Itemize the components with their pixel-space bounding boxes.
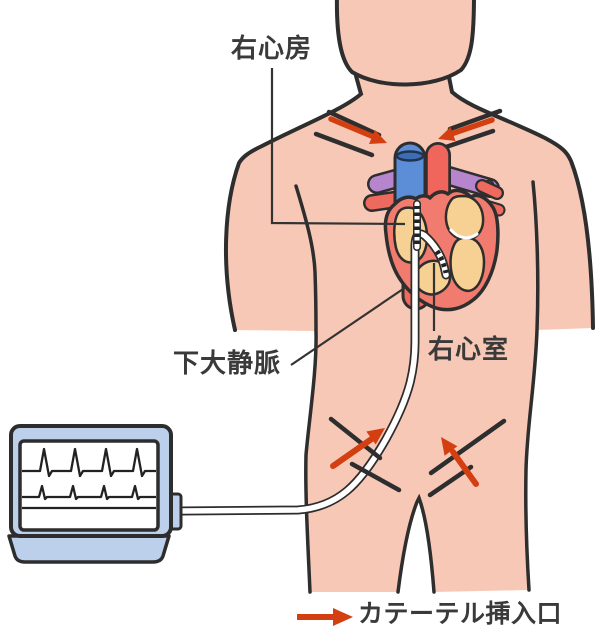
label-inferior-vena-cava: 下大静脈 [173,348,282,378]
insertion-site-mark [428,418,507,476]
catheter-marker-ventricle [434,249,449,274]
ecg-traces [22,447,156,510]
head [334,0,476,87]
leader-right-atrium [270,68,406,226]
monitor-base [7,534,171,564]
insertion-arrow-right-groin [441,437,479,487]
insertion-site-mark [326,109,382,138]
ecg-trace-2 [22,484,156,501]
label-right-atrium: 右心房 [231,33,313,63]
catheter-tube [176,200,451,516]
legs-inner-outline [396,493,436,594]
leader-lines [270,68,436,366]
insertion-site-right-shoulder [438,108,503,150]
label-catheter-insertion: カテーテル挿入口 [358,600,563,628]
insertion-site-left-shoulder [313,109,387,158]
insertion-arrow-left-shoulder [328,116,387,144]
ecg-trace-1 [22,447,156,478]
insertion-site-mark [443,128,496,150]
valve-mark [449,228,479,240]
insertion-site-mark [313,131,375,158]
right-arm-outline [447,75,595,330]
label-right-ventricle: 右心室 [428,334,510,364]
insertion-arrow-left-groin [330,428,385,469]
leader-inferior-vena-cava [290,286,407,366]
heart-chambers [393,194,486,296]
insertion-site-right-groin [427,418,507,498]
insertion-arrow-right-shoulder [438,117,495,141]
right-torso-outline [523,180,540,592]
ecg-monitor [7,424,183,564]
left-arm-outline [223,74,364,332]
insertion-site-mark [447,108,503,132]
legend-arrow-icon [297,608,353,626]
left-ventricle-chamber [449,236,486,293]
left-atrium-chamber [444,194,485,241]
insertion-site-mark [328,416,383,461]
insertion-site-mark [349,461,402,493]
insertion-site-left-groin [328,416,402,493]
